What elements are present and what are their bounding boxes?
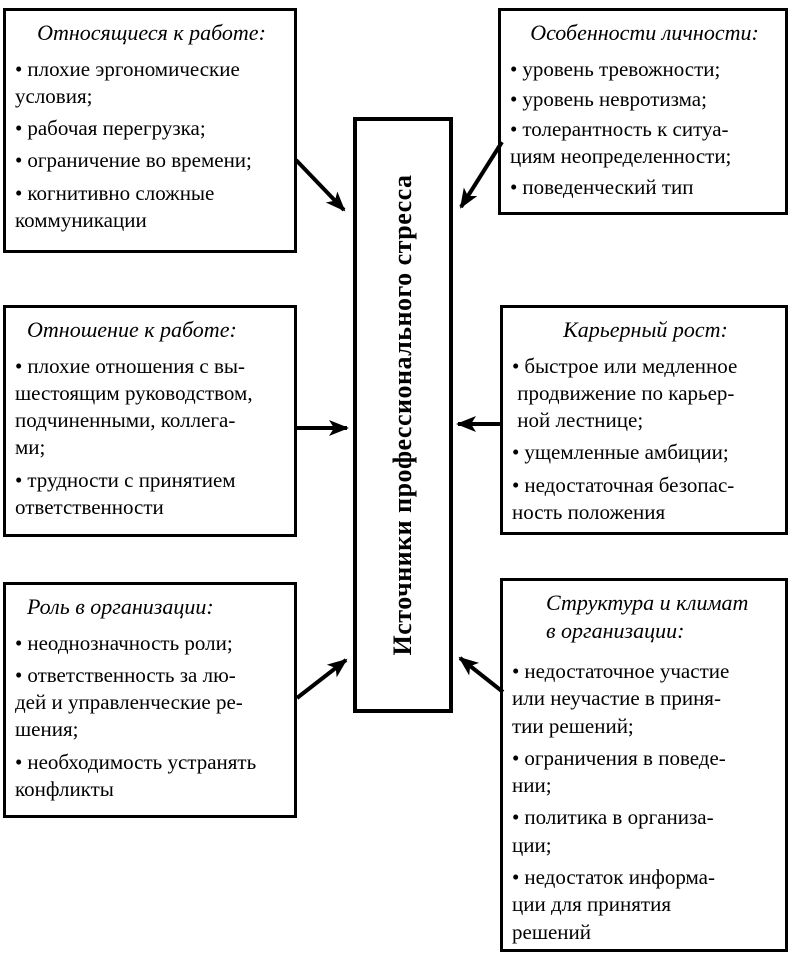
- bullet-icon: •: [512, 659, 520, 683]
- list-item: •уровень невротизма;: [510, 86, 707, 111]
- list-item: •поведенческий тип: [510, 174, 694, 199]
- list-item: •недостаточное участие или неучастие в п…: [512, 659, 730, 738]
- box-stress-sources-center: Источники профессионального стресса: [353, 117, 453, 713]
- list-item: •неоднозначность роли;: [15, 630, 233, 655]
- arrow-personality-to-center: [459, 140, 504, 209]
- box-attitude-to-work: Отношение к работе: •плохие отношения с …: [3, 305, 297, 537]
- box-title: Карьерный рост:: [563, 317, 728, 342]
- bullet-icon: •: [15, 148, 23, 173]
- list-item: •политика в организа- ции;: [512, 805, 714, 857]
- bullet-icon: •: [512, 745, 520, 770]
- list-item: •недостаточная безопас- ность положения: [512, 472, 735, 524]
- bullet-icon: •: [510, 86, 518, 111]
- list-item: •плохие эргономические условия;: [15, 56, 240, 108]
- bullet-icon: •: [510, 56, 518, 81]
- list-item: •рабочая перегрузка;: [15, 116, 206, 141]
- list-item: •необходимость устранять конфликты: [15, 749, 257, 801]
- box-title: Особенности личности:: [530, 20, 759, 45]
- bullet-icon: •: [512, 472, 520, 497]
- bullet-icon: •: [15, 353, 23, 378]
- list-item: •трудности с принятием ответственности: [15, 467, 236, 519]
- bullet-icon: •: [512, 865, 520, 890]
- box-work-related: Относящиеся к работе: •плохие эргономиче…: [3, 8, 297, 253]
- list-item: •ответственность за лю- дей и управленче…: [15, 662, 243, 742]
- box-personality: Особенности личности: •уровень тревожнос…: [498, 8, 788, 215]
- arrow-work-related-to-center: [294, 158, 346, 212]
- list-item: •ограничения в поведе- нии;: [512, 745, 726, 798]
- arrow-role-to-center: [295, 658, 348, 700]
- bullet-icon: •: [15, 749, 23, 774]
- box-title: Роль в организации:: [27, 594, 214, 619]
- bullet-icon: •: [512, 353, 520, 378]
- box-title: Относящиеся к работе:: [37, 20, 266, 45]
- list-item: •ограничение во времени;: [15, 148, 252, 173]
- list-item: •толерантность к ситуа- циям неопределен…: [510, 117, 732, 169]
- list-item: •плохие отношения с вы- шестоящим руково…: [15, 353, 253, 460]
- bullet-icon: •: [510, 174, 518, 199]
- list-item: •недостаток информа- ции для принятия ре…: [512, 865, 715, 944]
- arrow-structure-to-center: [458, 656, 505, 694]
- box-role-in-organization: Роль в организации: •неоднозначность рол…: [3, 582, 297, 818]
- bullet-icon: •: [512, 805, 520, 830]
- bullet-icon: •: [510, 117, 518, 142]
- bullet-icon: •: [15, 630, 23, 655]
- box-title: Структура и климат в организации:: [546, 590, 749, 643]
- box-structure-climate: Структура и климат в организации: •недос…: [500, 578, 788, 952]
- box-title: Отношение к работе:: [27, 317, 237, 342]
- list-item: •когнитивно сложные коммуникации: [15, 180, 215, 232]
- bullet-icon: •: [15, 467, 23, 492]
- bullet-icon: •: [15, 56, 23, 81]
- list-item: •быстрое или медленное продвижение по ка…: [512, 353, 738, 433]
- bullet-icon: •: [15, 662, 23, 687]
- box-career-growth: Карьерный рост: •быстрое или медленное п…: [500, 305, 788, 535]
- bullet-icon: •: [15, 116, 23, 141]
- list-item: •уровень тревожности;: [510, 56, 721, 81]
- bullet-icon: •: [512, 440, 520, 465]
- center-vertical-label: Источники профессионального стресса: [388, 174, 417, 656]
- list-item: •ущемленные амбиции;: [512, 440, 729, 465]
- bullet-icon: •: [15, 180, 23, 205]
